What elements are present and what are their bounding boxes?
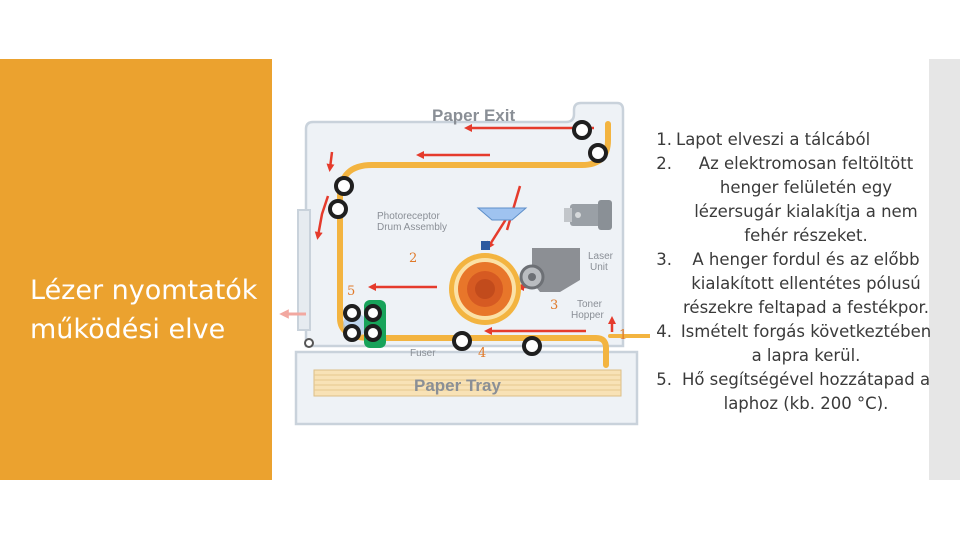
step-number: 5.	[656, 370, 672, 389]
steps-list: 1.Lapot elveszi a tálcából 2. Az elektrom…	[644, 128, 936, 416]
step-item: 3. A henger fordul és az előbb kialakítot…	[644, 248, 936, 320]
step-number: 3.	[656, 250, 672, 269]
fuser-label: Fuser	[410, 348, 436, 359]
step-text: Ismételt forgás következtében a lapra ke…	[680, 322, 932, 365]
side-bar	[929, 59, 960, 480]
photoreceptor-drum	[449, 253, 521, 325]
step-item: 4. Ismételt forgás következtében a lapra …	[644, 320, 936, 368]
laser-label-line2: Unit	[590, 262, 608, 273]
step-text: Lapot elveszi a tálcából	[676, 130, 871, 149]
photoreceptor-label-line2: Drum Assembly	[377, 222, 447, 233]
title-panel: Lézer nyomtatók működési elve	[0, 59, 272, 480]
printer-diagram: Paper Exit Paper Tray Photoreceptor Drum…	[279, 101, 650, 426]
step-item: 2. Az elektromosan feltöltött henger felü…	[644, 152, 936, 248]
laser-unit	[564, 200, 612, 230]
step-text: A henger fordul és az előbb kialakított …	[683, 250, 929, 317]
paper-exit-label: Paper Exit	[432, 106, 515, 125]
marker-3: 3	[550, 298, 558, 313]
step-item: 5. Hő segítségével hozzátapad a laphoz (k…	[644, 368, 936, 416]
marker-4: 4	[478, 346, 486, 361]
toner-hopper	[519, 248, 580, 292]
rollers	[304, 120, 608, 356]
marker-5: 5	[347, 284, 355, 299]
slide-title: Lézer nyomtatók működési elve	[30, 275, 258, 345]
step-number: 1.	[656, 130, 672, 149]
step-text: Az elektromosan feltöltött henger felüle…	[694, 154, 918, 245]
sensor-block	[481, 241, 490, 250]
step-number: 2.	[656, 154, 672, 173]
mirror-prism	[476, 207, 528, 221]
laser-label-line1: Laser	[588, 251, 614, 262]
toner-label-line1: Toner	[577, 299, 603, 310]
toner-label-line2: Hopper	[571, 310, 604, 321]
step-text: Hő segítségével hozzátapad a laphoz (kb.…	[681, 370, 931, 413]
paper-tray	[313, 369, 622, 397]
photoreceptor-label-line1: Photoreceptor	[377, 211, 440, 222]
marker-2: 2	[409, 251, 417, 266]
paper-tray-label: Paper Tray	[414, 376, 501, 395]
step-number: 4.	[656, 322, 672, 341]
fuser-assembly	[343, 300, 386, 348]
marker-1: 1	[619, 328, 627, 343]
step-item: 1.Lapot elveszi a tálcából	[644, 128, 936, 152]
